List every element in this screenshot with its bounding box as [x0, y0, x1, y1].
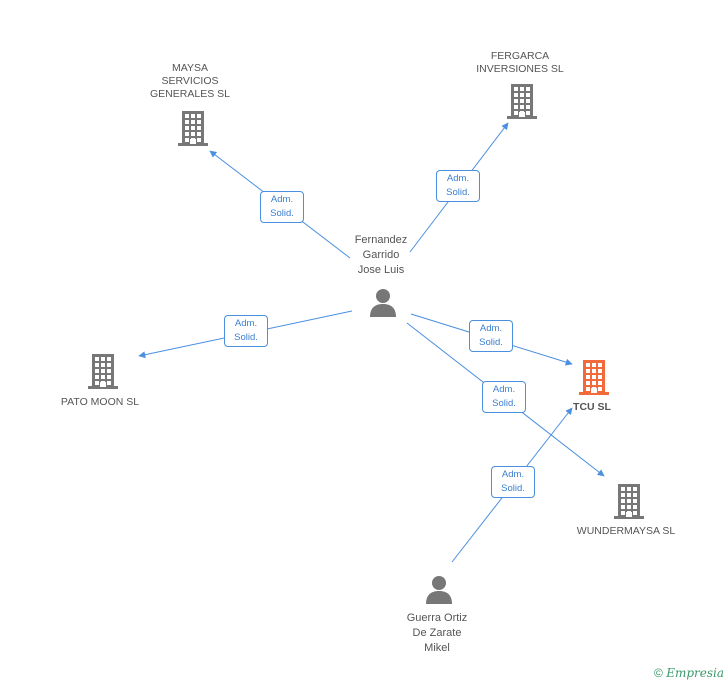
relation-text: Solid. [501, 483, 525, 494]
label-line: PATO MOON SL [60, 396, 140, 408]
copyright-footer: © Empresia [654, 666, 724, 680]
wundermaysa-label: WUNDERMAYSA SL [566, 525, 686, 538]
building-icon [506, 84, 538, 125]
relation-badge: Adm. Solid. [482, 381, 526, 413]
label-line: Garrido [362, 249, 400, 261]
copyright-symbol: © [654, 666, 663, 680]
relation-text: Solid. [492, 398, 516, 409]
person-icon [368, 287, 398, 322]
label-line: WUNDERMAYSA SL [576, 525, 676, 537]
label-line: De Zarate [412, 627, 462, 639]
label-line: TCU SL [573, 401, 611, 413]
building-icon [578, 360, 610, 401]
relation-badge: Adm. Solid. [436, 170, 480, 202]
relation-text: Solid. [234, 332, 258, 343]
relation-badge: Adm. Solid. [491, 466, 535, 498]
relation-text: Solid. [446, 187, 470, 198]
brand-logo: Empresia [666, 666, 724, 680]
label-line: Fernandez [354, 234, 408, 246]
label-line: SERVICIOS [161, 75, 219, 87]
label-line: MAYSA [172, 62, 208, 74]
person-icon [424, 574, 454, 609]
relation-text: Adm. [234, 318, 258, 329]
relation-text: Solid. [270, 208, 294, 219]
label-line: GENERALES SL [150, 88, 230, 100]
relation-text: Adm. [492, 384, 516, 395]
relation-text: Adm. [270, 194, 294, 205]
relation-text: Solid. [479, 337, 503, 348]
building-icon [613, 484, 645, 525]
relation-text: Adm. [501, 469, 525, 480]
label-line: Guerra Ortiz [406, 612, 468, 624]
relation-text: Adm. [479, 323, 503, 334]
label-line: Jose Luis [357, 264, 405, 276]
label-line: INVERSIONES SL [476, 63, 564, 75]
pato-moon-label: PATO MOON SL [40, 396, 160, 409]
tcu-label: TCU SL [552, 401, 632, 414]
label-line: Mikel [424, 642, 450, 654]
relation-badge: Adm. Solid. [224, 315, 268, 347]
relation-badge: Adm. Solid. [469, 320, 513, 352]
label-line: FERGARCA [490, 50, 550, 62]
building-icon [87, 354, 119, 395]
building-icon [177, 111, 209, 152]
relation-text: Adm. [446, 173, 470, 184]
relation-badge: Adm. Solid. [260, 191, 304, 223]
